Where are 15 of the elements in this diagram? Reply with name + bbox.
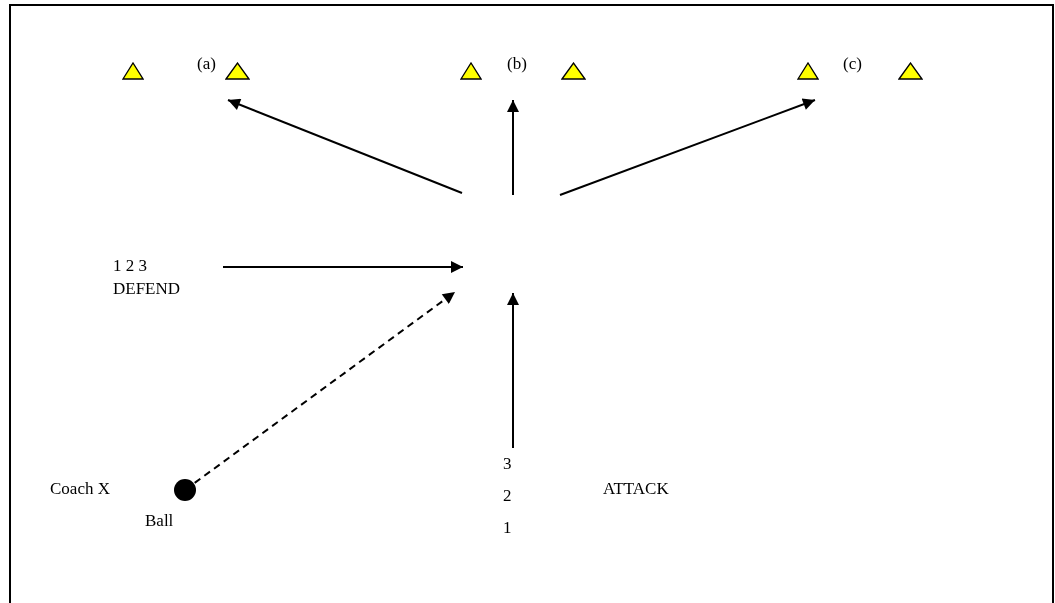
arrow <box>193 291 456 484</box>
player-numbers: 3 2 1 <box>503 453 513 539</box>
position-label: (a) <box>197 54 216 74</box>
arrow <box>507 99 519 196</box>
position-label: (b) <box>507 54 527 74</box>
side-label: Coach X <box>50 479 110 499</box>
position-label: (c) <box>843 54 862 74</box>
arrow <box>559 98 816 196</box>
side-label: Ball <box>145 511 174 531</box>
arrow <box>227 98 463 194</box>
team-label: ATTACK <box>603 479 669 499</box>
arrow <box>222 261 464 273</box>
team-label: DEFEND <box>113 279 181 299</box>
player-numbers: 1 2 3 <box>113 256 147 276</box>
arrow <box>507 292 519 449</box>
